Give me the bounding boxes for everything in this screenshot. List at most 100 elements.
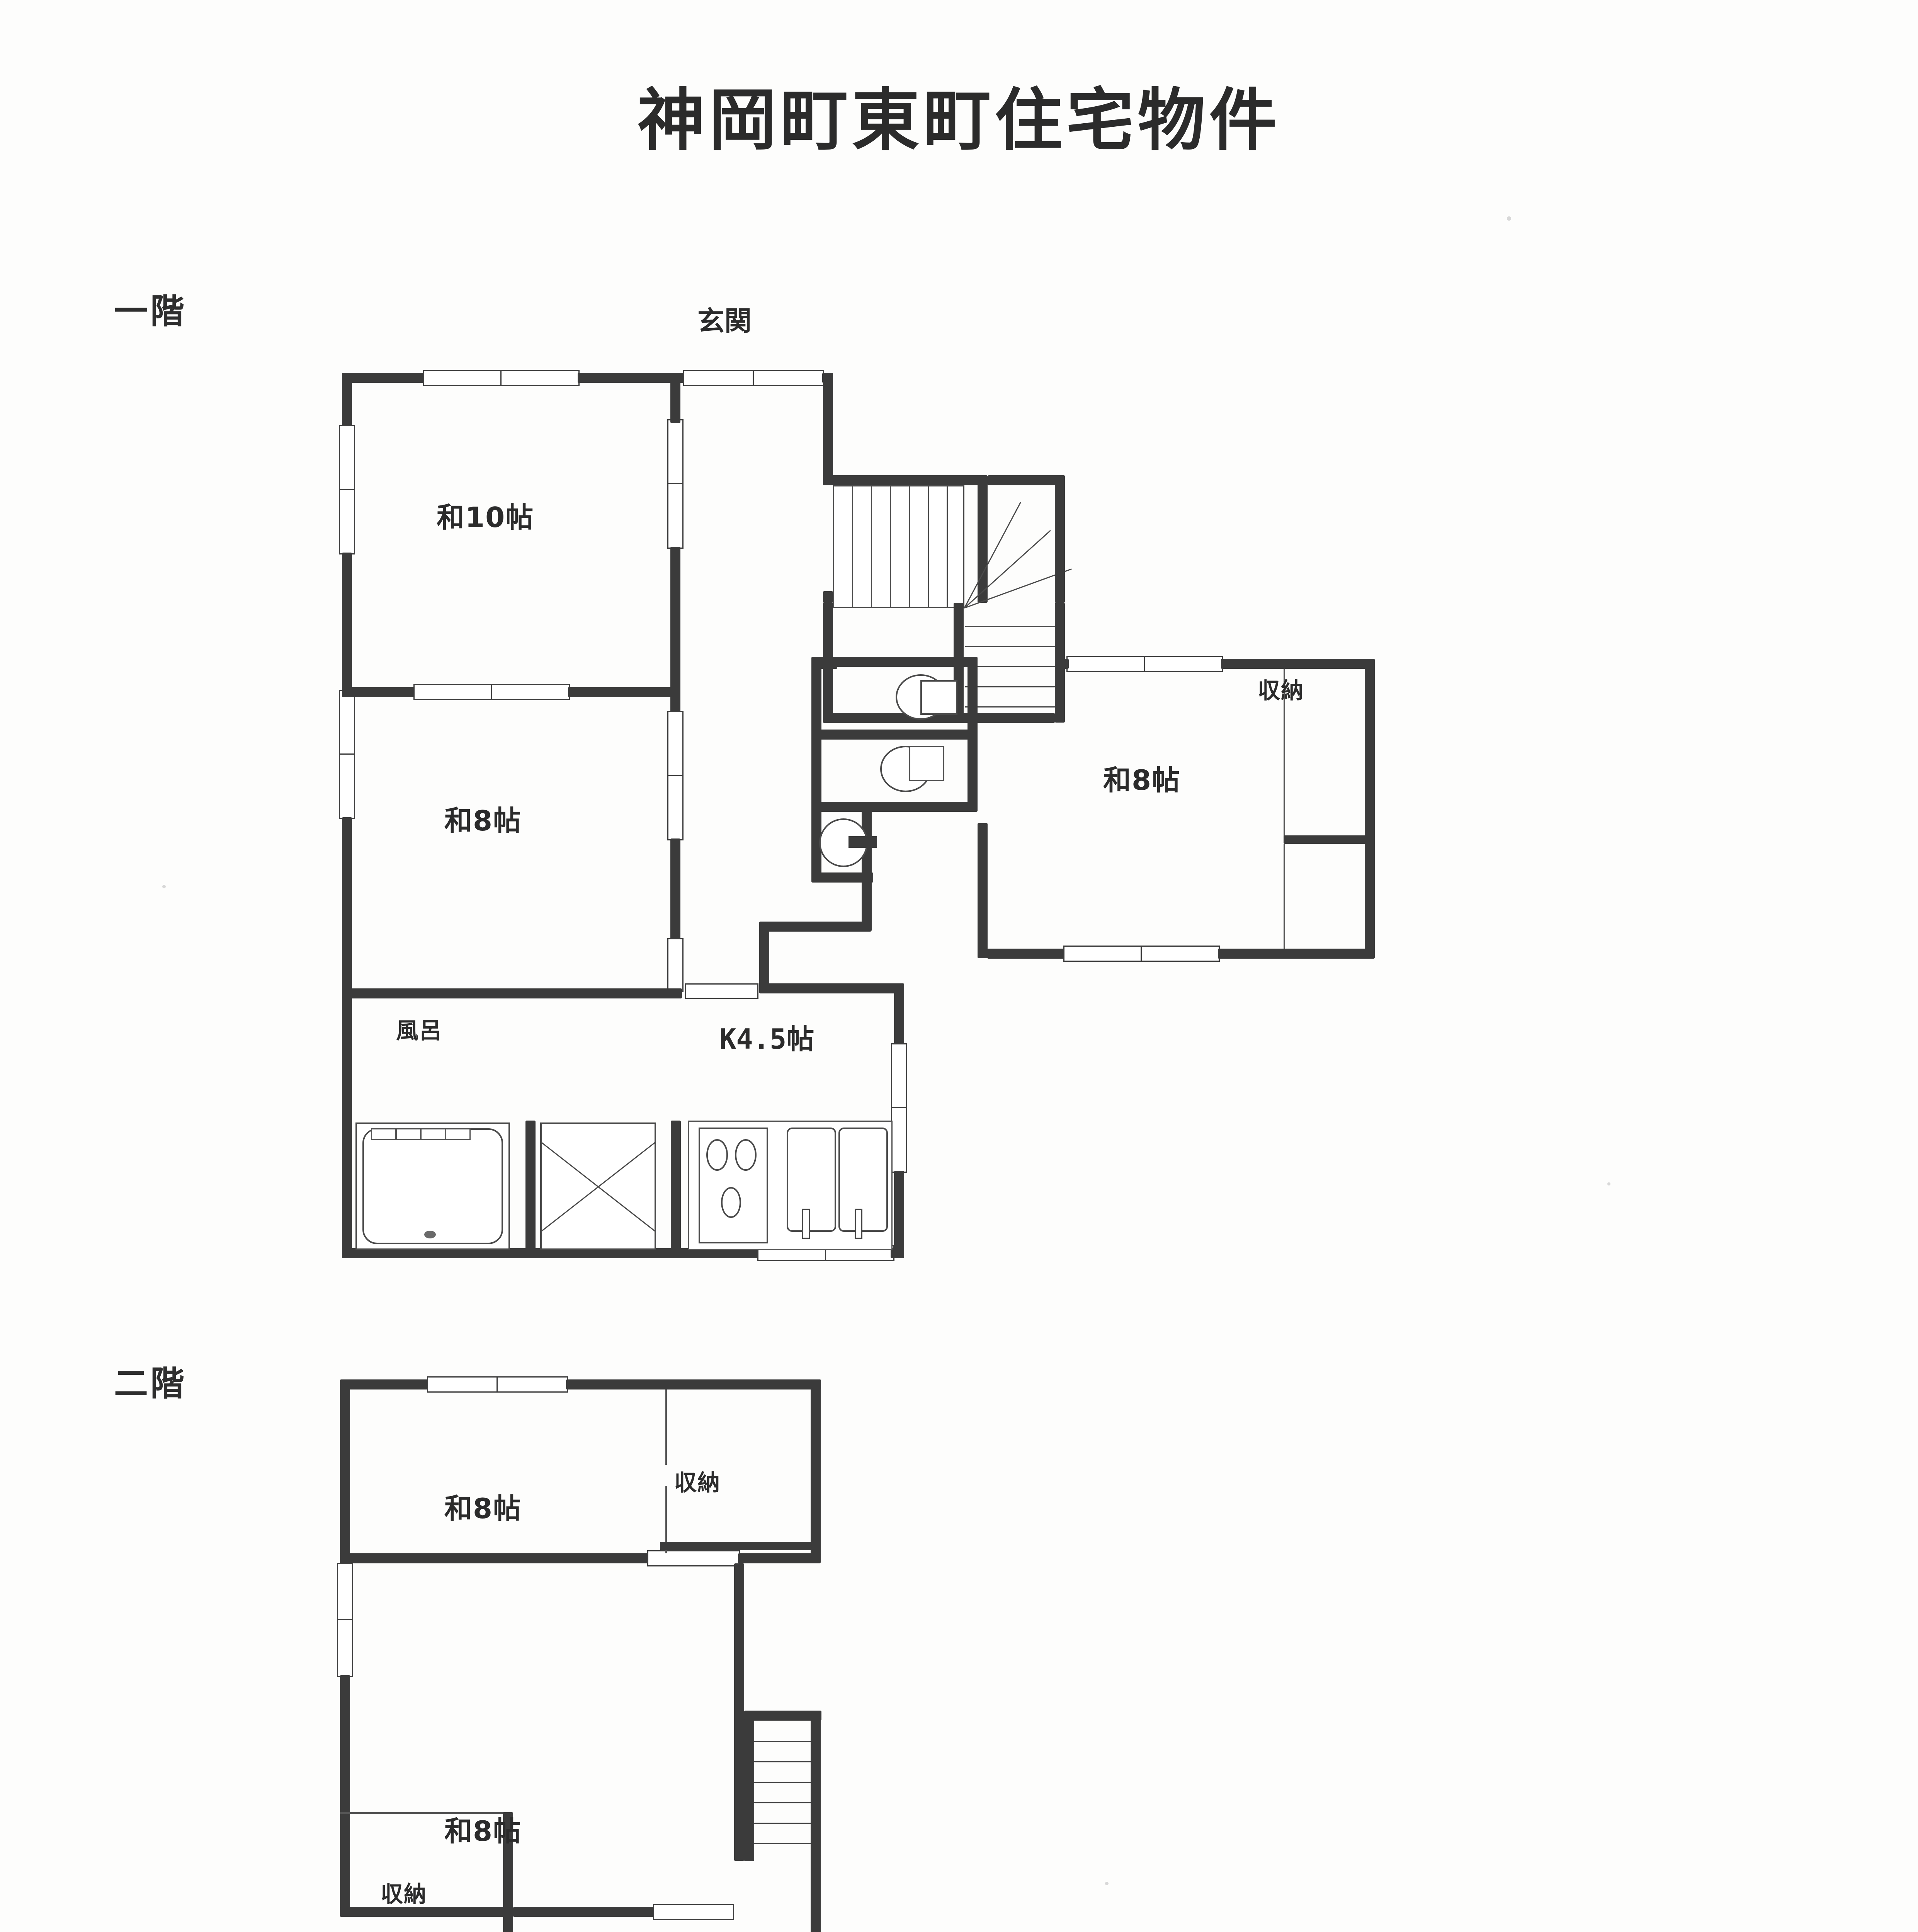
wall-corridor: [503, 1917, 513, 1932]
door-opening[interactable]: [667, 938, 684, 992]
stair-tread: [890, 485, 891, 608]
wall-exterior-right: [894, 983, 904, 1045]
wall-stair-top-right: [988, 475, 1065, 485]
stair-tread: [871, 485, 872, 608]
sliding-door[interactable]: [667, 483, 684, 549]
sliding-door[interactable]: [413, 684, 493, 700]
room-label-washitsu-10: 和10帖: [437, 501, 534, 534]
window-opening[interactable]: [339, 753, 355, 819]
sliding-door[interactable]: [667, 419, 684, 485]
closet-divider: [1284, 669, 1285, 839]
wall-rightwing-bottom: [1218, 949, 1375, 959]
wall-rightwing-top: [1055, 659, 1069, 669]
wall-toilet-mid: [811, 730, 978, 740]
wall-corridor: [759, 922, 769, 993]
wall-stair-right: [978, 475, 988, 603]
stair-tread: [754, 1823, 811, 1824]
room-label-f2-washitsu-8b: 和8帖: [444, 1815, 522, 1847]
wall-partition: [525, 1121, 536, 1258]
wall-stair-left: [744, 1711, 754, 1861]
wall-closet-bottom: [340, 1907, 513, 1917]
wall-rightwing-top: [1221, 659, 1375, 669]
scan-speck: [1607, 1182, 1610, 1185]
door-opening[interactable]: [647, 1550, 740, 1566]
stair-tread: [754, 1802, 811, 1803]
bathtub-icon: [362, 1128, 503, 1244]
wall-partition: [342, 687, 415, 697]
closet-divider: [340, 1812, 510, 1814]
sink-bowl-icon: [838, 1128, 888, 1232]
sliding-door[interactable]: [667, 775, 684, 840]
wall-corridor: [759, 922, 871, 932]
room-label-washitsu-8: 和8帖: [444, 804, 522, 837]
stove-burner-icon: [706, 1139, 728, 1171]
wall-exterior-top: [578, 373, 672, 383]
stair-tread: [965, 626, 1055, 627]
wall-toilet-right: [968, 657, 978, 811]
wall-porch-right: [823, 373, 833, 485]
stove-burner-icon: [735, 1139, 757, 1171]
wall-exterior-right: [1365, 659, 1375, 958]
window-opening[interactable]: [1141, 946, 1220, 962]
room-label-f2-closet-ml: 収納: [381, 1881, 427, 1907]
scan-speck: [162, 885, 166, 888]
room-label-washitsu-8-east: 和8帖: [1103, 764, 1181, 796]
wall-exterior-left: [340, 1379, 350, 1565]
closet-divider: [665, 1486, 667, 1553]
closet-shelf: [1284, 835, 1375, 844]
stair-tread: [852, 485, 853, 608]
window-opening[interactable]: [339, 489, 355, 554]
stair-tread: [965, 706, 1055, 707]
room-label-f2-closet-tr: 収納: [674, 1469, 721, 1496]
wall-stair-left: [823, 591, 833, 603]
window-opening[interactable]: [1144, 656, 1223, 672]
room-label-kitchen: K4.5帖: [719, 1023, 814, 1055]
sliding-door[interactable]: [491, 684, 570, 700]
page-title: 神岡町東町住宅物件: [637, 82, 1281, 160]
wall-kitchen-top: [759, 983, 904, 993]
wall-exterior-right: [811, 1855, 821, 1932]
window-opening[interactable]: [339, 425, 355, 491]
window-opening[interactable]: [337, 1619, 353, 1677]
wall-partition: [734, 1563, 744, 1861]
entrance-door[interactable]: [683, 370, 755, 386]
wall-partition: [670, 838, 680, 941]
stair-tread: [965, 686, 1055, 687]
wall-partition: [340, 1553, 649, 1563]
window-opening[interactable]: [339, 690, 355, 755]
wall-exterior-top: [566, 1379, 821, 1389]
window-opening[interactable]: [500, 370, 580, 386]
stair-tread: [965, 666, 1055, 667]
bathtub-drain-icon: [424, 1231, 436, 1238]
wall-exterior-left: [342, 553, 352, 692]
window-opening[interactable]: [427, 1376, 498, 1393]
wall-exterior-top: [342, 373, 425, 383]
sink-tap-icon: [802, 1209, 810, 1239]
floor-1-caption: 一階: [114, 291, 187, 331]
door-opening[interactable]: [685, 983, 758, 999]
door-opening[interactable]: [653, 1904, 734, 1920]
wall-toilet-bottom: [811, 802, 978, 812]
stair-tread: [965, 646, 1055, 647]
staircase-up: [833, 485, 964, 608]
washing-machine-icon: [540, 1122, 656, 1250]
closet-divider: [665, 1389, 667, 1465]
wall-exterior-left: [340, 1675, 350, 1917]
wall-toilet-top: [811, 657, 978, 667]
window-opening[interactable]: [423, 370, 502, 386]
wall-partition: [342, 988, 682, 998]
bathtub-ledge: [371, 1128, 396, 1140]
floor-1-plan: 和10帖 和8帖 風呂 K4.5帖 和8帖 収納: [0, 0, 1918, 1314]
room-label-bath: 風呂: [396, 1017, 443, 1044]
window-opening[interactable]: [497, 1376, 568, 1393]
stove-burner-icon: [721, 1187, 741, 1218]
wall-lavatory-bottom: [811, 872, 873, 883]
bathtub-ledge: [445, 1128, 471, 1140]
entrance-door[interactable]: [753, 370, 824, 386]
stair-tread: [754, 1741, 811, 1742]
closet-divider: [1284, 844, 1285, 949]
sink-tap-icon: [855, 1209, 862, 1239]
window-opening[interactable]: [337, 1563, 353, 1621]
